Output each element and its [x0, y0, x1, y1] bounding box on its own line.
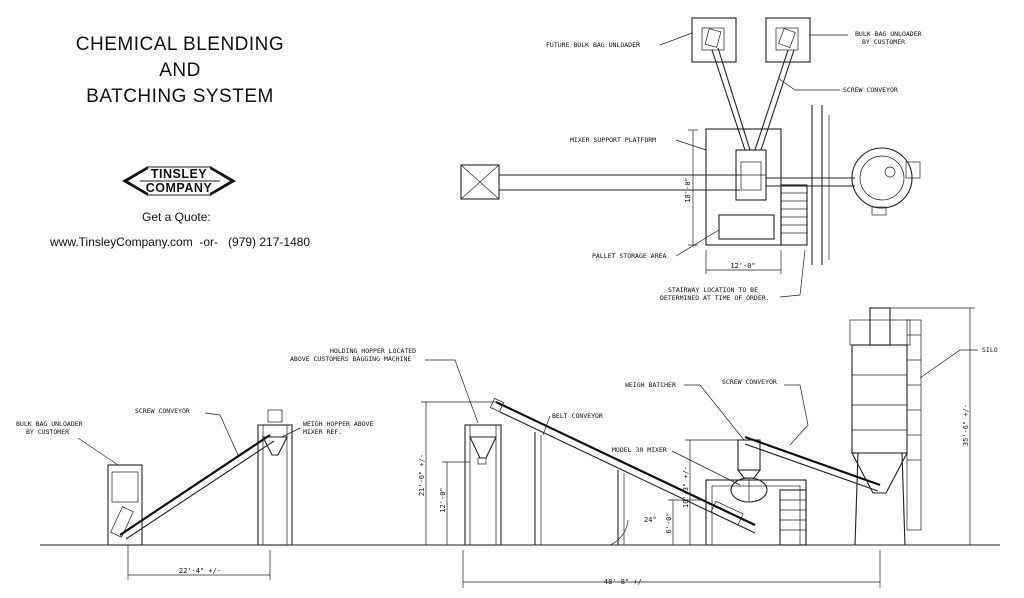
elev-label-weigh-hopper-2: MIXER REF.: [303, 428, 342, 436]
elev-dim-22: 22'-4" +/-: [179, 567, 221, 575]
silo-plan: [851, 147, 913, 209]
plan-label-future-unloader: FUTURE BULK BAG UNLOADER: [546, 41, 640, 49]
plan-label-pallet-storage: PALLET STORAGE AREA: [592, 252, 666, 260]
elev-label-weigh-hopper-1: WEIGH HOPPER ABOVE: [303, 420, 374, 428]
elevation-view: 22'-4" +/- 48'-8" +/- 21'-6" +/- 12'-0" …: [16, 307, 1000, 588]
plan-view: 18'-0" 12'-0" FUTURE BULK BAG UNLOADER B…: [460, 17, 922, 302]
plan-label-stairway-1: STAIRWAY LOCATION TO BE: [668, 286, 758, 294]
elev-unloader-left: [107, 464, 143, 546]
elev-dim-10: 10'-3" +/-: [682, 466, 690, 508]
plan-label-stairway-2: DETERMINED AT TIME OF ORDER.: [660, 294, 770, 302]
elev-dim-angle: 24°: [644, 516, 657, 524]
elev-label-unloader-2: BY CUSTOMER: [26, 428, 69, 436]
plan-label-mixer-platform: MIXER SUPPORT PLATFORM: [570, 136, 656, 144]
elev-label-unloader-1: BULK BAG UNLOADER: [16, 420, 83, 428]
elev-dim-35: 35'-6" +/-: [962, 404, 970, 446]
quote-label: Get a Quote:: [142, 210, 211, 224]
elev-dim-12: 12'-0": [439, 487, 447, 512]
elev-dim-6: 6'-0": [665, 512, 673, 533]
holding-hopper-tower: [464, 424, 502, 546]
title-line-2: AND: [159, 60, 201, 81]
plan-label-unloader-1: BULK BAG UNLOADER: [855, 30, 922, 38]
quote-contact[interactable]: www.TinsleyCompany.com -or- (979) 217-14…: [50, 235, 311, 249]
title-line-3: BATCHING SYSTEM: [86, 86, 274, 107]
elev-label-holding-hopper-1: HOLDING HOPPER LOCATED: [330, 347, 416, 355]
stairway: [780, 184, 808, 246]
plan-label-unloader-2: BY CUSTOMER: [862, 38, 905, 46]
plan-dim-18: 18'-0": [684, 177, 692, 202]
plan-label-screw-conveyor: SCREW CONVEYOR: [843, 86, 898, 94]
elev-dim-21: 21'-6" +/-: [418, 454, 426, 496]
elev-label-screw-conveyor-left: SCREW CONVEYOR: [135, 407, 190, 415]
pallet-storage-box: [718, 214, 775, 240]
elev-label-model-mixer: MODEL 30 MIXER: [612, 446, 667, 454]
tinsley-logo: TINSLEY COMPANY: [122, 166, 236, 196]
title-line-1: CHEMICAL BLENDING: [75, 34, 285, 55]
elev-label-weigh-batcher: WEIGH BATCHER: [625, 381, 676, 389]
elev-dim-48: 48'-8" +/-: [604, 578, 646, 586]
logo-line-2: COMPANY: [146, 181, 213, 195]
plan-dim-12: 12'-0": [730, 262, 755, 270]
weigh-batcher: [737, 439, 761, 471]
customer-unloader-box: [765, 17, 811, 63]
elev-label-silo: SILO: [982, 346, 998, 354]
elev-label-belt-conveyor: BELT CONVEYOR: [552, 412, 603, 420]
silo: [851, 344, 908, 454]
elev-label-screw-conveyor-right: SCREW CONVEYOR: [722, 378, 777, 386]
logo-line-1: TINSLEY: [151, 167, 207, 181]
future-unloader-box: [691, 17, 737, 63]
elev-label-holding-hopper-2: ABOVE CUSTOMERS BAGGING MACHINE: [290, 355, 411, 363]
